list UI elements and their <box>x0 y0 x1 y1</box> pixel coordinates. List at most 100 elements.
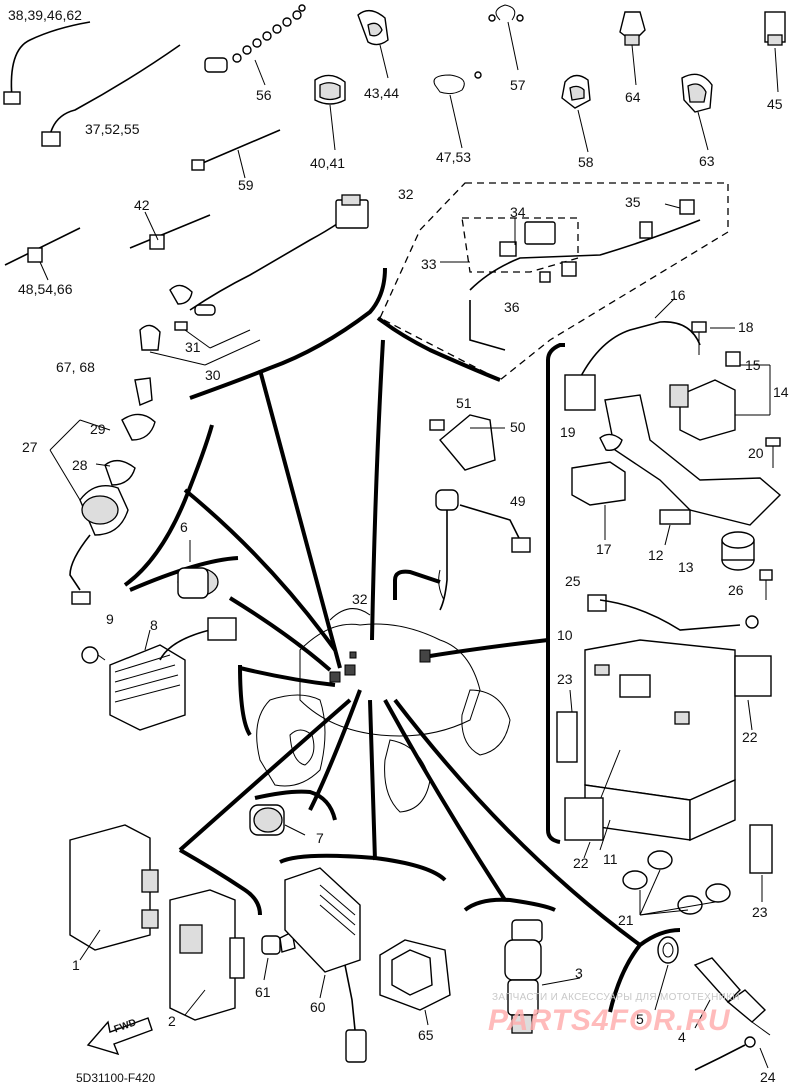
callout-label: 20 <box>748 445 764 461</box>
callout-label: 13 <box>678 559 694 575</box>
callout-label: 2 <box>168 1013 176 1029</box>
callout-label: 42 <box>134 197 150 213</box>
atv-outline <box>256 608 511 813</box>
part-relay-65 <box>379 939 451 1026</box>
callout-label: 25 <box>565 573 581 589</box>
callout-label: 16 <box>670 287 686 303</box>
callout-label: 64 <box>625 89 641 105</box>
callout-label: 32 <box>398 186 414 202</box>
callout-label: 11 <box>603 851 618 867</box>
callout-label: 23 <box>752 904 768 920</box>
callout-label: 14 <box>773 384 789 400</box>
callout-label: 22 <box>742 729 758 745</box>
callout-label: 7 <box>316 830 324 846</box>
part-sub-harness-32 <box>440 199 701 351</box>
part-clamp-43 <box>357 10 389 79</box>
callout-label: 9 <box>106 611 114 627</box>
callout-label: 45 <box>767 96 783 112</box>
callout-label: 67, 68 <box>56 359 95 375</box>
callout-label: 40,41 <box>310 155 346 171</box>
part-bolt-18 <box>691 321 735 355</box>
callout-label: 5 <box>636 1011 644 1027</box>
part-relay-7 <box>249 804 306 836</box>
part-bracket-50 <box>429 414 505 471</box>
part-cable-tie-42 <box>129 211 211 250</box>
part-rectifier-8 <box>109 617 237 731</box>
part-connector-61 <box>261 930 296 981</box>
part-dampers-21 <box>622 850 731 916</box>
callout-label: 18 <box>738 319 754 335</box>
part-cable-tie-48 <box>4 227 81 281</box>
callout-label: 1 <box>72 957 80 973</box>
callout-label: 63 <box>699 153 715 169</box>
part-relay-17 <box>571 461 626 540</box>
dashed-group-32 <box>379 182 729 381</box>
part-relay-6 <box>177 540 219 599</box>
part-screw-19 <box>599 433 623 451</box>
part-cable-tie-38 <box>3 21 91 105</box>
callout-label: 28 <box>72 457 88 473</box>
callout-label: 38,39,46,62 <box>8 7 82 23</box>
callout-label: 22 <box>573 855 589 871</box>
part-bolt-20 <box>765 437 781 468</box>
callout-label: 59 <box>238 177 254 193</box>
part-bolt-26 <box>759 569 773 600</box>
callout-label: 50 <box>510 419 526 435</box>
callout-label: 47,53 <box>436 149 472 165</box>
callout-label: 33 <box>421 256 437 272</box>
part-clip-47 <box>433 71 482 149</box>
callout-label: 43,44 <box>364 85 400 101</box>
callout-label: 10 <box>557 627 573 643</box>
callout-label: 57 <box>510 77 526 93</box>
part-bolt-9 <box>81 646 106 664</box>
part-bead-band-56 <box>204 4 306 86</box>
part-bracket-12 <box>604 394 782 546</box>
fwd-arrow-icon <box>86 1017 153 1056</box>
part-gasket-5 <box>654 936 679 1011</box>
callout-label: 15 <box>745 357 761 373</box>
callout-label: 37,52,55 <box>85 121 140 137</box>
part-ignition-coil-60 <box>284 867 367 1063</box>
callout-label: 56 <box>256 87 272 103</box>
part-cable-tie-37 <box>41 44 181 147</box>
callout-label: 6 <box>180 519 188 535</box>
part-lead-25 <box>587 594 759 631</box>
part-clamp-63 <box>681 73 713 151</box>
part-lead-24 <box>694 1036 769 1071</box>
part-cdi-unit-1 <box>69 824 159 961</box>
part-cable-tie-59 <box>191 129 281 179</box>
part-switch-49 <box>435 489 531 611</box>
callout-label: 26 <box>728 582 744 598</box>
part-connector-45 <box>764 11 786 93</box>
callout-label: 30 <box>205 367 221 383</box>
callout-label: 27 <box>22 439 38 455</box>
group-brackets <box>123 267 681 1013</box>
diagram-code: 5D31100-F420 <box>76 1071 156 1085</box>
callout-label: 29 <box>90 421 106 437</box>
part-spark-plug-4 <box>693 957 771 1036</box>
watermark-logo: PARTS4FOR.RU <box>488 1004 731 1037</box>
callout-label: 60 <box>310 999 326 1015</box>
callout-label: 48,54,66 <box>18 281 73 297</box>
callout-label: 4 <box>678 1029 686 1045</box>
callout-label: 36 <box>504 299 520 315</box>
part-damper-13 <box>721 531 755 571</box>
callout-label: 17 <box>596 541 612 557</box>
callout-label: 61 <box>255 984 271 1000</box>
callout-label: 35 <box>625 194 641 210</box>
callout-label: 12 <box>648 547 664 563</box>
callout-label: 24 <box>760 1069 776 1085</box>
callout-label: 21 <box>618 912 634 928</box>
callout-label: 32 <box>352 591 368 607</box>
part-clip-57 <box>488 4 524 71</box>
callout-label: 8 <box>150 617 158 633</box>
part-fuse-box-2 <box>169 889 245 1021</box>
callout-label: 3 <box>575 965 583 981</box>
callout-label: 49 <box>510 493 526 509</box>
callout-label: 31 <box>185 339 201 355</box>
part-main-switch-27 <box>49 377 156 605</box>
callout-label: 51 <box>456 395 472 411</box>
callout-label: 34 <box>510 204 526 220</box>
callout-label: 65 <box>418 1027 434 1043</box>
